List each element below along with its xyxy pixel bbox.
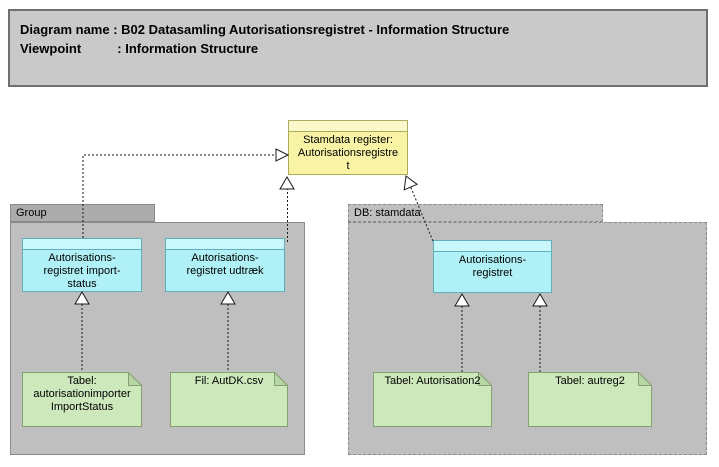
label-line: t: [346, 160, 350, 172]
note-tabel-autorisation2[interactable]: Tabel: Autorisation2: [373, 372, 492, 427]
object-header-band: [166, 239, 284, 250]
note-tabel-autorisationimporter[interactable]: Tabel: autorisationimporter ImportStatus: [22, 372, 142, 427]
object-autorisationsregistret-importstatus[interactable]: Autorisations- registret import- status: [22, 238, 142, 292]
object-header-band: [23, 239, 141, 250]
label-line: Autorisations-: [48, 252, 116, 264]
label-line: registret: [472, 267, 513, 279]
viewpoint-line: Viewpoint : Information Structure: [20, 41, 259, 56]
note-fil-autdk-csv[interactable]: Fil: AutDK.csv: [170, 372, 288, 427]
label-line: registret udtræk: [186, 265, 264, 277]
db-container-label: DB: stamdata: [354, 207, 421, 219]
group-container-label: Group: [16, 207, 47, 219]
realization-arrowhead: [279, 176, 295, 190]
group-container-tab[interactable]: Group: [10, 204, 155, 222]
object-autorisationsregistret-udtraek[interactable]: Autorisations- registret udtræk: [165, 238, 285, 292]
note-label: Fil: AutDK.csv: [170, 372, 288, 388]
object-header-band: [289, 121, 407, 132]
object-db-label: Autorisations- registret: [434, 252, 551, 280]
realization-arrowhead: [275, 148, 290, 162]
label-line: autorisationimporter: [33, 388, 131, 400]
note-shape: [373, 372, 492, 427]
object-udtraek-label: Autorisations- registret udtræk: [166, 250, 284, 278]
db-container-tab[interactable]: DB: stamdata: [348, 204, 603, 222]
object-autorisationsregistret-db[interactable]: Autorisations- registret: [433, 240, 552, 293]
note-shape: [22, 372, 142, 427]
object-stamdata-register[interactable]: Stamdata register: Autorisationsregistre…: [288, 120, 408, 175]
note-fold-icon: [128, 372, 142, 386]
object-importstatus-label: Autorisations- registret import- status: [23, 250, 141, 291]
label-line: Fil: AutDK.csv: [194, 375, 264, 387]
note-shape: [528, 372, 652, 427]
object-header-band: [434, 241, 551, 252]
note-label: Tabel: autorisationimporter ImportStatus: [22, 372, 142, 414]
label-line: Tabel: autreg2: [555, 375, 625, 387]
object-stamdata-register-label: Stamdata register: Autorisationsregistre…: [289, 132, 407, 173]
label-line: status: [67, 278, 97, 290]
note-fold-icon: [274, 372, 288, 386]
note-fold-icon: [478, 372, 492, 386]
note-fold-icon: [638, 372, 652, 386]
label-line: Autorisations-: [191, 252, 259, 264]
diagram-title-box: Diagram name : B02 Datasamling Autorisat…: [8, 9, 708, 87]
note-shape: [170, 372, 288, 427]
label-line: ImportStatus: [50, 401, 114, 413]
diagram-name-line: Diagram name : B02 Datasamling Autorisat…: [20, 22, 510, 37]
note-tabel-autreg2[interactable]: Tabel: autreg2: [528, 372, 652, 427]
label-line: Stamdata register:: [303, 134, 393, 146]
label-line: Autorisations-: [458, 254, 527, 266]
realization-arrowhead: [403, 175, 419, 191]
note-label: Tabel: autreg2: [528, 372, 652, 388]
label-line: Tabel: Autorisation2: [384, 375, 481, 387]
label-line: Autorisationsregistre: [297, 147, 399, 159]
label-line: registret import-: [43, 265, 121, 277]
note-label: Tabel: Autorisation2: [373, 372, 492, 388]
label-line: Tabel:: [67, 375, 97, 387]
